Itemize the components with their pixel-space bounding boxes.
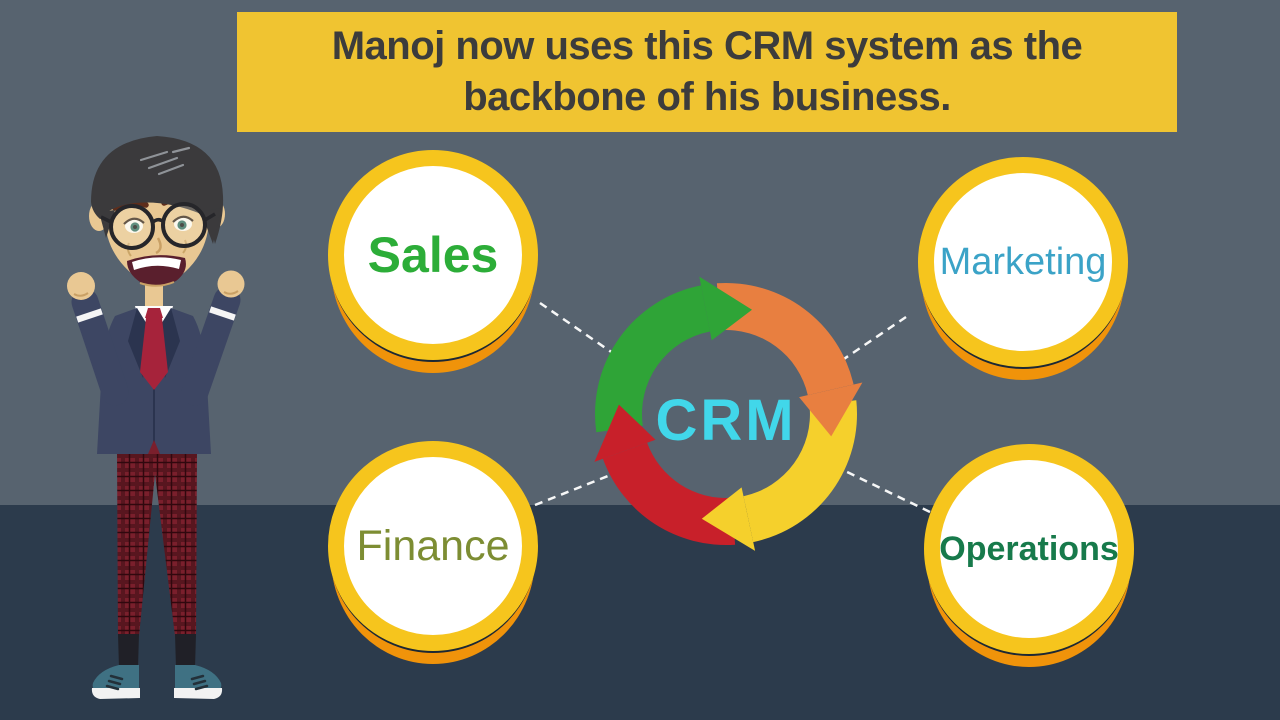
character-pupil-right	[180, 223, 184, 227]
character-cuff-left	[76, 308, 103, 323]
character-suit	[97, 308, 211, 454]
character-teeth	[132, 257, 181, 270]
character-fist-left-line	[73, 292, 89, 297]
character-shoe-left	[92, 665, 139, 693]
connector-sales-line	[539, 301, 621, 360]
node-disc: Marketing	[918, 157, 1128, 367]
cycle-arrow-red-head	[594, 404, 656, 462]
character-lower-lip	[139, 281, 175, 287]
caption-banner: Manoj now uses this CRM system as the ba…	[237, 12, 1177, 132]
character-hair	[91, 136, 224, 244]
character-sock-left	[118, 634, 139, 668]
character-sock-right	[175, 634, 196, 668]
character-eyelid-line-right	[172, 215, 194, 223]
node-disc: Operations	[924, 444, 1134, 654]
node-label-finance: Finance	[356, 521, 510, 570]
node-label-operations: Operations	[939, 529, 1119, 568]
glasses-temples	[100, 212, 216, 224]
node-label-sales: Sales	[367, 227, 499, 283]
cycle-arrow-yellow-head	[701, 487, 756, 551]
glasses-lens-right	[161, 202, 207, 248]
caption-line-1: Manoj now uses this CRM system as the	[331, 24, 1083, 68]
cycle-arrow-orange-head	[799, 382, 863, 437]
character-tie-knot	[145, 308, 163, 318]
character-cuff-right	[209, 306, 236, 321]
caption-line-2: backbone of his business.	[463, 75, 951, 119]
connector-lines	[534, 301, 931, 514]
glasses-bridge	[150, 218, 166, 225]
cycle-arrow-orange-band	[716, 282, 854, 396]
character-tie	[140, 318, 168, 390]
node-disc: Finance	[328, 441, 538, 651]
crm-cycle-arrows	[594, 276, 863, 551]
character-laces-left	[105, 674, 124, 691]
character-nose	[155, 237, 162, 255]
node-disc: Sales	[328, 150, 538, 360]
connector-finance-line	[534, 472, 614, 507]
connector-operations-line	[842, 468, 931, 514]
character-hair-highlights	[139, 146, 191, 176]
character-laces-right	[190, 674, 209, 691]
node-finance: Finance	[328, 441, 538, 664]
cycle-arrow-green-head	[699, 276, 752, 341]
character-sole-left	[91, 688, 140, 699]
node-sales: Sales	[328, 150, 538, 373]
character-pupil-left	[133, 225, 137, 229]
character-sideburn-right	[201, 208, 221, 244]
character-pants-left	[117, 452, 155, 636]
character-vent	[148, 440, 160, 454]
connector-marketing-line	[837, 315, 907, 365]
character-eyelid-line-left	[123, 217, 145, 225]
character-fist-right-line	[223, 290, 239, 295]
character-shoe-right	[175, 665, 222, 693]
node-label-marketing: Marketing	[939, 240, 1107, 283]
character-pants-right	[155, 452, 197, 636]
crm-center-label: CRM	[655, 388, 797, 453]
character-sole-right	[174, 688, 223, 699]
node-operations: Operations	[924, 444, 1134, 667]
cycle-arrow-yellow-band	[743, 400, 858, 543]
character-illustration	[67, 136, 245, 699]
node-marketing: Marketing	[918, 157, 1128, 380]
glasses-lens-left	[109, 204, 155, 250]
cycle-arrow-green-band	[595, 285, 710, 433]
cycle-arrow-red-band	[602, 442, 736, 546]
